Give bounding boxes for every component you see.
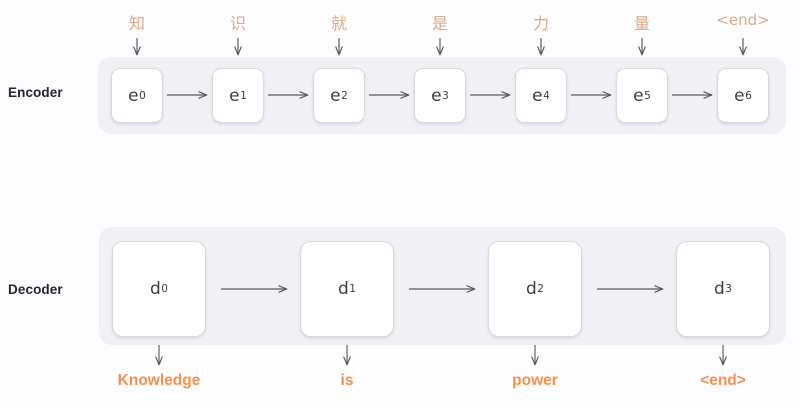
decoder-cell-0-sub: 0 xyxy=(161,283,168,295)
decoder-cell-1-base: d xyxy=(338,279,349,299)
encoder-cell-1-base: e xyxy=(229,85,240,106)
decoder-output-word-3: <end> xyxy=(700,372,746,389)
encoder-input-token-1: 识 xyxy=(229,14,247,33)
decoder-output-word-0: Knowledge xyxy=(117,372,201,389)
decoder-cell-3-base: d xyxy=(714,279,725,299)
encoder-input-token-5: 量 xyxy=(633,14,651,33)
encoder-input-token-0: 知 xyxy=(128,14,146,33)
encoder-row-label: Encoder xyxy=(8,85,63,100)
encoder-cell-2-sub: 2 xyxy=(341,89,348,102)
encoder-cell-0-base: e xyxy=(128,85,139,106)
decoder-cell-1-sub: 1 xyxy=(349,283,356,295)
encoder-input-token-2: 就 xyxy=(330,14,348,33)
decoder-cell-2-sub: 2 xyxy=(537,283,544,295)
decoder-output-word-2: power xyxy=(512,372,558,389)
encoder-cell-5-base: e xyxy=(633,85,644,106)
encoder-cell-3-sub: 3 xyxy=(442,89,449,102)
decoder-cell-0-base: d xyxy=(150,279,161,299)
encoder-input-token-4: 力 xyxy=(532,14,550,33)
decoder-row-label: Decoder xyxy=(8,282,63,297)
encoder-input-token-3: 是 xyxy=(431,14,449,33)
encoder-cell-4-base: e xyxy=(532,85,543,106)
encoder-cell-4-sub: 4 xyxy=(543,89,550,102)
encoder-cell-5-sub: 5 xyxy=(644,89,651,102)
encoder-cell-1-sub: 1 xyxy=(240,89,247,102)
decoder-output-word-1: is xyxy=(340,372,354,389)
encoder-input-token-6: <end> xyxy=(716,11,770,29)
encoder-cell-2-base: e xyxy=(330,85,341,106)
encoder-cell-3-base: e xyxy=(431,85,442,106)
encoder-cell-6-base: e xyxy=(734,85,745,106)
encoder-cell-0-sub: 0 xyxy=(139,89,146,102)
decoder-cell-2-base: d xyxy=(526,279,537,299)
decoder-cell-3-sub: 3 xyxy=(725,283,732,295)
encoder-cell-6-sub: 6 xyxy=(745,89,752,102)
decoder-panel xyxy=(99,227,786,345)
